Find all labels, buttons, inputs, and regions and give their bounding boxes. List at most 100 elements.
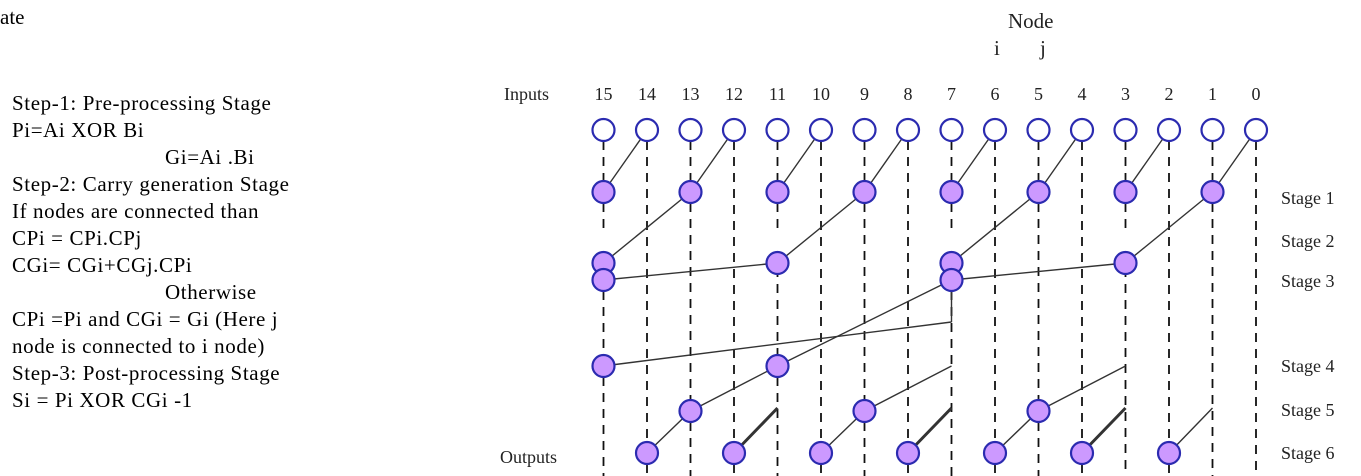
prefix-node-bit-4-stage-6 [1069,440,1095,466]
bit-label-15: 15 [595,84,613,104]
bit-label-9: 9 [860,84,869,104]
prefix-node-bit-12-stage-6 [721,440,747,466]
bit-label-1: 1 [1208,84,1217,104]
input-node-bit-0 [1243,117,1269,143]
input-node-bit-5 [1026,117,1051,143]
step-2-otherwise: Otherwise [165,280,257,304]
prefix-node-bit-7-stage-3 [939,267,964,293]
input-node-bit-3 [1113,117,1138,143]
connection-line [777,191,865,264]
step-2-cg-eq: CGi= CGi+CGj.CPi [12,253,193,277]
prefix-node-bit-9-stage-1 [852,179,877,205]
node-header-label: Node [1008,9,1054,33]
outputs-label: Outputs [500,447,557,467]
input-node-bit-15 [591,117,616,143]
prefix-node-bit-13-stage-5 [678,398,703,424]
connection-line [864,365,952,412]
prefix-node-bit-10-stage-6 [808,440,834,466]
connection-line [863,129,909,193]
bit-label-6: 6 [991,84,1000,104]
step-3-heading: Step-3: Post-processing Stage [12,361,281,385]
connection-line [690,365,778,412]
input-node-bit-12 [721,117,747,143]
prefix-node-bit-5-stage-5 [1026,398,1051,424]
connection-line [951,191,1039,264]
prefix-node-bit-15-stage-1 [591,179,616,205]
prefix-node-bit-15-stage-3 [591,267,616,293]
input-node-bit-8 [895,117,921,143]
bit-label-7: 7 [947,84,956,104]
prefix-node-bit-5-stage-1 [1026,179,1051,205]
connection-line [951,262,1126,281]
prefix-node-bit-3-stage-1 [1113,179,1138,205]
inputs-label: Inputs [504,84,549,104]
stage-label-2: Stage 2 [1281,231,1335,251]
input-node-bit-10 [808,117,834,143]
connection-line [602,129,648,193]
node-j-label: j [1039,36,1046,60]
connection-line [603,321,952,367]
prefix-node-bit-14-stage-6 [634,440,660,466]
bit-label-10: 10 [812,84,830,104]
step-2-condition: If nodes are connected than [12,199,260,223]
bit-label-13: 13 [682,84,700,104]
connection-line [603,262,778,281]
step-2-cp-eq: CPi = CPi.CPj [12,226,142,250]
input-node-bit-1 [1200,117,1225,143]
input-node-bit-6 [982,117,1008,143]
step-2-note: node is connected to i node) [12,334,265,358]
input-node-bit-13 [678,117,703,143]
step-1-heading: Step-1: Pre-processing Stage [12,91,272,115]
prefix-node-bit-3-stage-2 [1113,250,1138,276]
connection-line [1124,129,1170,193]
prefix-node-bit-15-stage-4 [591,353,616,379]
connection-line [1037,129,1083,193]
input-node-bit-7 [939,117,964,143]
connection-line [1211,129,1257,193]
step-1-propagate-eq: Pi=Ai XOR Bi [12,118,145,142]
connection-line [1125,191,1213,264]
connection-line [776,129,822,193]
prefix-node-bit-9-stage-5 [852,398,877,424]
input-node-bit-11 [765,117,790,143]
bit-label-2: 2 [1165,84,1174,104]
bit-label-14: 14 [638,84,656,104]
prefix-node-bit-2-stage-6 [1156,440,1182,466]
prefix-node-bit-7-stage-1 [939,179,964,205]
step-2-else-eq: CPi =Pi and CGi = Gi (Here j [12,307,279,331]
stage-label-5: Stage 5 [1281,400,1335,420]
bit-label-3: 3 [1121,84,1130,104]
bit-label-11: 11 [769,84,786,104]
connection-line [689,129,735,193]
node-i-label: i [994,36,1000,60]
input-node-bit-9 [852,117,877,143]
prefix-node-bit-6-stage-6 [982,440,1008,466]
connection-line [603,191,691,264]
step-1-generate-eq: Gi=Ai .Bi [165,145,255,169]
prefix-node-bit-11-stage-2 [765,250,790,276]
prefix-node-bit-13-stage-1 [678,179,703,205]
connection-line [950,129,996,193]
step-3-sum-eq: Si = Pi XOR CGi -1 [12,388,193,412]
input-node-bit-14 [634,117,660,143]
bit-label-12: 12 [725,84,743,104]
step-2-heading: Step-2: Carry generation Stage [12,172,290,196]
input-node-bit-4 [1069,117,1095,143]
input-node-bit-2 [1156,117,1182,143]
prefix-node-bit-1-stage-1 [1200,179,1225,205]
prefix-node-bit-8-stage-6 [895,440,921,466]
prefix-node-bit-11-stage-4 [765,353,790,379]
stage-label-6: Stage 6 [1281,443,1335,463]
stage-label-3: Stage 3 [1281,271,1335,291]
bit-label-5: 5 [1034,84,1043,104]
stage-label-1: Stage 1 [1281,188,1335,208]
bit-label-0: 0 [1252,84,1261,104]
bit-label-4: 4 [1078,84,1087,104]
connection-line [1038,365,1126,412]
cut-off-heading-fragment: ate [0,5,25,29]
bit-label-8: 8 [904,84,913,104]
connection-line [777,279,952,367]
prefix-node-bit-11-stage-1 [765,179,790,205]
stage-label-4: Stage 4 [1281,356,1335,376]
